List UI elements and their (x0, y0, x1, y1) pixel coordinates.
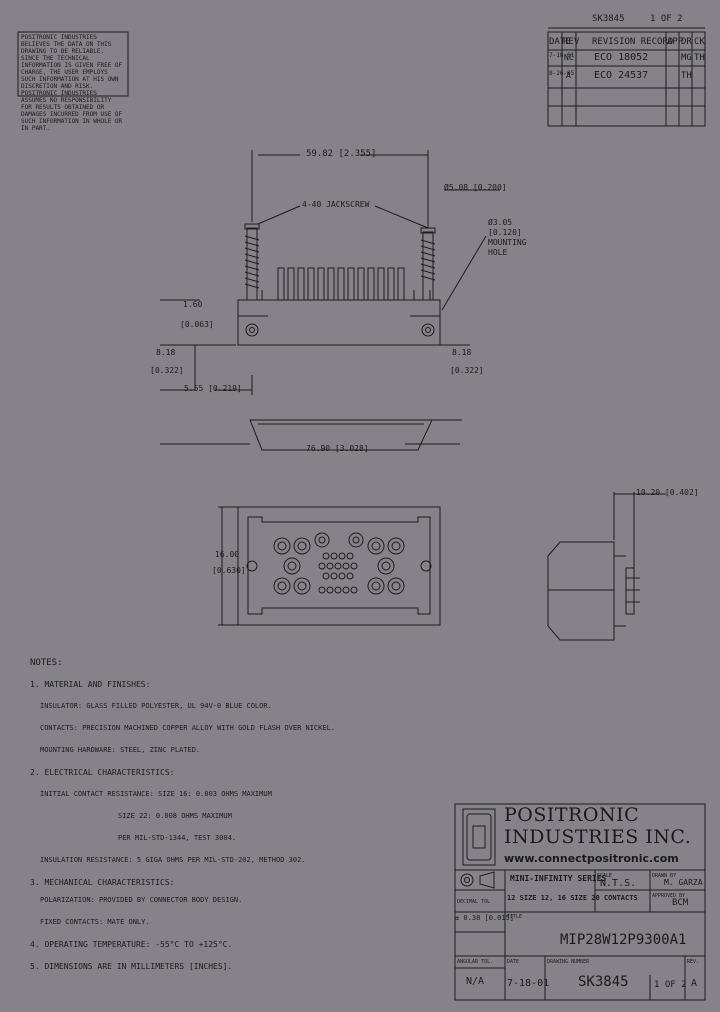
note-line: SIZE 22: 0.008 OHMS MAXIMUM (118, 812, 232, 820)
rev-row2-rev: A (566, 71, 571, 80)
company-website: www.connectpositronic.com (504, 852, 679, 865)
rev-row2-dr: TH (681, 71, 692, 81)
notes-title: NOTES: (30, 658, 63, 668)
note-line: 3. MECHANICAL CHARACTERISTICS: (30, 878, 175, 887)
dim-left-b: 8.18 (156, 348, 176, 357)
note-line: INSULATOR: GLASS FILLED POLYESTER, UL 94… (40, 702, 272, 710)
dim-height-in: [0.630] (212, 566, 246, 575)
note-line: 2. ELECTRICAL CHARACTERISTICS: (30, 768, 175, 777)
rev-row1-date: 7-18-01 (549, 52, 575, 59)
drawing-number: SK3845 (578, 974, 629, 990)
rev-label: REV. (687, 959, 700, 965)
rev-header-ck: CK (694, 37, 705, 47)
decimal-tol: ± 0.38 [0.015] (455, 914, 515, 922)
rev-row1-record: ECO 18052 (594, 52, 649, 63)
rev-row1-ck: TH (694, 53, 705, 63)
rev-row2-record: ECO 24537 (594, 70, 649, 81)
rev-header-rev: REV (563, 37, 580, 47)
rev-header-app: APP (667, 37, 684, 47)
sheet-value: 1 OF 2 (654, 980, 687, 990)
note-line: POLARIZATION: PROVIDED BY CONNECTOR BODY… (40, 896, 243, 904)
header-drawing-number: SK3845 (592, 14, 625, 24)
company-line1: POSITRONIC (504, 804, 640, 826)
note-line: 4. OPERATING TEMPERATURE: -55°C TO +125°… (30, 940, 233, 949)
ang-tol: N/A (466, 976, 485, 987)
dim-jackscrew: 4-40 JACKSCREW (302, 200, 370, 209)
rev-header-date: DATE (549, 37, 571, 47)
part-number: MIP28W12P9300A1 (560, 932, 687, 948)
date-value: 7-18-01 (507, 978, 550, 989)
note-line: MOUNTING HARDWARE: STEEL, ZINC PLATED. (40, 746, 201, 754)
title-label: TITLE (507, 914, 523, 920)
note-line: PER MIL-STD-1344, TEST 3004. (118, 834, 237, 842)
rev-value: A (691, 978, 698, 989)
dim-height: 16.00 (215, 550, 240, 559)
dim-flange: 76.90 [3.028] (306, 444, 369, 453)
approved-by: BCM (672, 898, 689, 908)
scale-value: N.T.S. (600, 878, 637, 889)
dim-overall-top: 59.82 [2.355] (306, 149, 377, 159)
dim-side: 10.20 [0.402] (636, 488, 699, 497)
note-line: FIXED CONTACTS: MATE ONLY. (40, 918, 150, 926)
approved-by-label: APPROVED BY (652, 893, 686, 899)
note-line: CONTACTS: PRECISION MACHINED COPPER ALLO… (40, 724, 336, 732)
dim-right-b: 8.18 (452, 348, 472, 357)
drawn-by-label: DRAWN BY (652, 873, 677, 879)
note-line: 5. DIMENSIONS ARE IN MILLIMETERS [INCHES… (30, 962, 233, 971)
drawn-by: M. GARZA (664, 878, 703, 887)
drawing-number-label: DRAWING NUMBER (547, 959, 590, 965)
rev-row1-rev: NC (564, 53, 574, 62)
rev-row1-dr: MG (681, 53, 692, 63)
decimal-tol-label: DECIMAL TOL (457, 899, 491, 905)
rev-row2-date: 8-26-05 (549, 70, 575, 77)
dim-left-a: 1.60 (183, 300, 203, 309)
dim-mounting-hole: Ø3.05 [0.120] MOUNTING HOLE (488, 218, 527, 257)
dim-dia-top: Ø5.08 [0.200] (444, 183, 507, 192)
company-line2: INDUSTRIES INC. (504, 826, 692, 848)
description-line2: 12 SIZE 12, 16 SIZE 20 CONTACTS (507, 894, 638, 902)
ang-tol-label: ANGULAR TOL. (457, 959, 494, 965)
note-line: INSULATION RESISTANCE: 5 GIGA OHMS PER M… (40, 856, 306, 864)
header-sheet: 1 OF 2 (650, 14, 683, 24)
disclaimer-text: POSITRONIC INDUSTRIES BELIEVES THE DATA … (21, 34, 123, 132)
dim-right-b-in: [0.322] (450, 366, 484, 375)
rev-header-record: REVISION RECORD (592, 37, 674, 47)
note-line: INITIAL CONTACT RESISTANCE: SIZE 16: 0.0… (40, 790, 272, 798)
scale-label: SCALE (597, 873, 613, 879)
rev-header-dr: DR (681, 37, 692, 47)
note-line: 1. MATERIAL AND FINISHES: (30, 680, 151, 689)
dim-offset: 5.55 [0.219] (184, 384, 242, 393)
description-line1: MINI-INFINITY SERIES (510, 874, 607, 883)
dim-left-a-in: [0.063] (180, 320, 214, 329)
dim-left-b-in: [0.322] (150, 366, 184, 375)
date-label: DATE (507, 959, 520, 965)
